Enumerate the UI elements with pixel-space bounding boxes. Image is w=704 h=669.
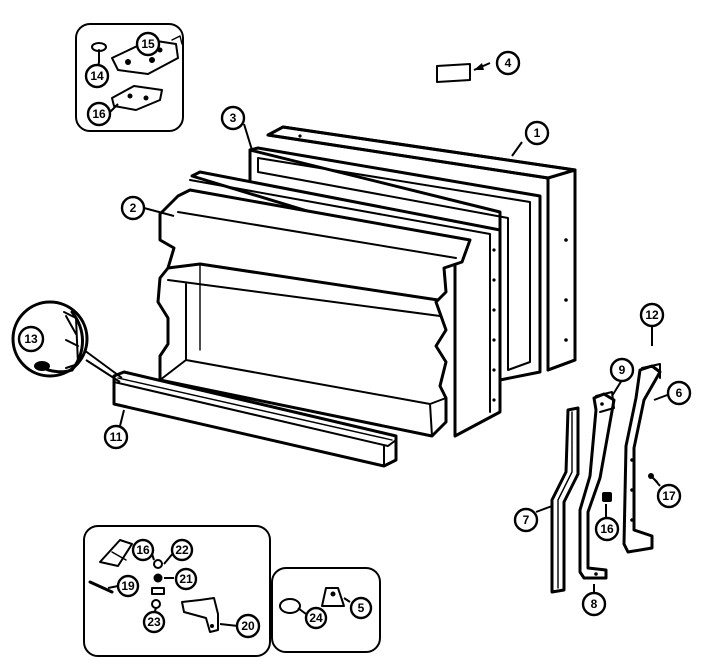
callout-11: 11: [103, 424, 129, 450]
callout-2: 2: [120, 195, 146, 221]
callout-22: 22: [170, 538, 194, 562]
handle-strip-part-7: [550, 406, 580, 594]
svg-text:3: 3: [230, 111, 237, 125]
callout-17: 17: [656, 483, 682, 509]
svg-text:11: 11: [110, 430, 123, 444]
callout-13: 13: [17, 325, 45, 353]
detail-zoom-part-13: [11, 300, 123, 383]
svg-text:16: 16: [136, 543, 150, 557]
svg-text:9: 9: [619, 363, 626, 377]
callout-1: 1: [524, 120, 550, 146]
callout-20: 20: [235, 613, 261, 639]
callout-7: 7: [513, 507, 539, 533]
callout-4: 4: [495, 50, 521, 76]
svg-text:12: 12: [645, 308, 659, 322]
callout-23: 23: [142, 610, 166, 634]
callout-19: 19: [116, 574, 140, 598]
svg-text:7: 7: [523, 513, 530, 527]
svg-text:23: 23: [147, 615, 161, 629]
svg-text:19: 19: [121, 579, 135, 593]
svg-text:5: 5: [358, 601, 365, 615]
svg-text:15: 15: [141, 37, 155, 51]
handle-bracket-part-6: [622, 363, 662, 554]
bottom-trim-part-11: [112, 370, 398, 468]
svg-text:17: 17: [662, 489, 676, 503]
callout-8: 8: [581, 591, 607, 617]
callout-21: 21: [174, 567, 198, 591]
callout-15: 15: [135, 31, 161, 57]
svg-text:20: 20: [241, 619, 255, 633]
hinge-inset: [75, 23, 184, 132]
svg-text:16: 16: [600, 522, 614, 536]
inner-door-liner-part-2: [156, 170, 502, 438]
cap-inset: [271, 567, 381, 653]
callout-14: 14: [84, 63, 110, 89]
nut-part-18: [602, 492, 612, 502]
svg-text:16: 16: [92, 107, 106, 121]
outer-door-panel-part-1: [266, 125, 577, 372]
svg-text:13: 13: [24, 332, 38, 346]
callout-16-bottom: 16: [131, 538, 155, 562]
hinge-pin-inset: [83, 525, 271, 657]
svg-text:4: 4: [505, 56, 512, 70]
callout-3: 3: [220, 105, 246, 131]
svg-text:1: 1: [534, 126, 541, 140]
callout-6: 6: [666, 380, 692, 406]
callout-12: 12: [639, 302, 665, 328]
svg-text:8: 8: [591, 597, 598, 611]
svg-text:21: 21: [179, 572, 193, 586]
callout-5: 5: [349, 596, 373, 620]
svg-text:6: 6: [676, 386, 683, 400]
svg-text:14: 14: [90, 69, 104, 83]
callout-24: 24: [304, 606, 328, 630]
handle-bracket-part-8: [578, 391, 616, 580]
callout-16-right: 16: [594, 516, 620, 542]
svg-text:22: 22: [175, 543, 189, 557]
label-plate-part-4: [436, 62, 491, 83]
callout-16-top: 16: [86, 101, 112, 127]
svg-text:24: 24: [309, 611, 323, 625]
svg-text:2: 2: [130, 201, 137, 215]
callout-9: 9: [609, 357, 635, 383]
leader-lines: [96, 44, 671, 627]
